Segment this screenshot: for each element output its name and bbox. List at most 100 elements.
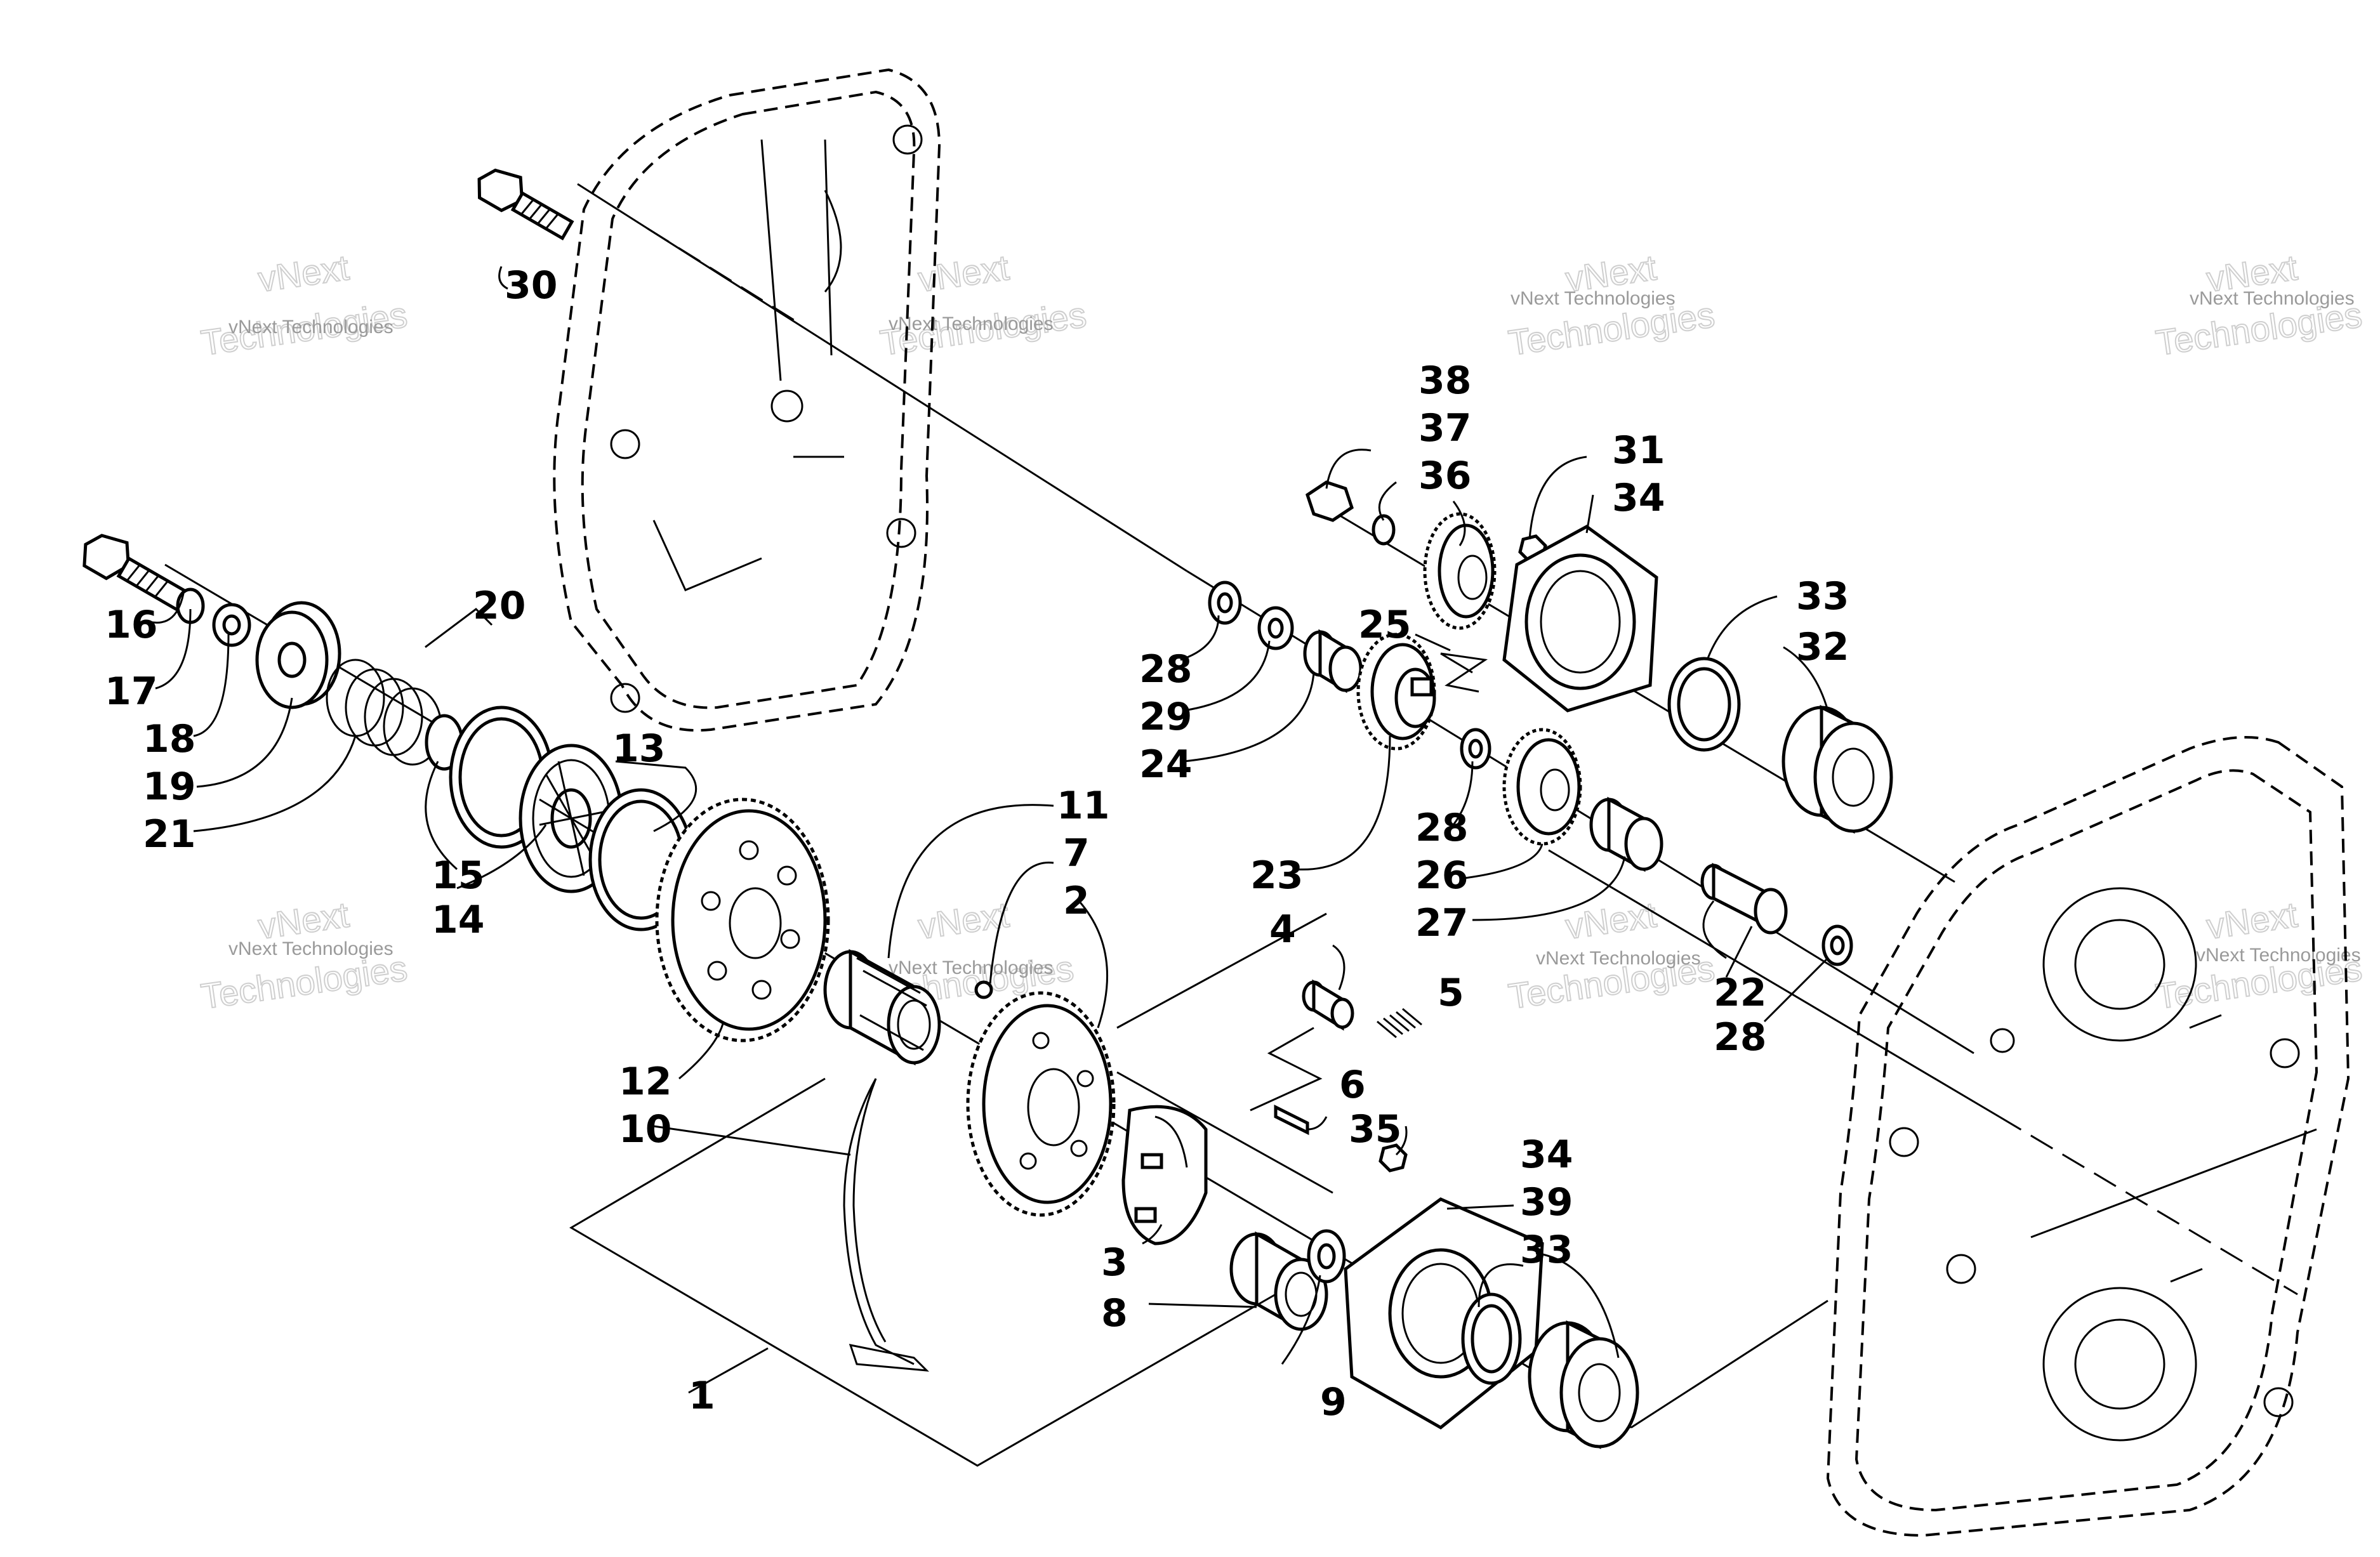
callout-26: 26	[1415, 853, 1469, 898]
callout-38: 38	[1418, 358, 1472, 403]
callout-35: 35	[1349, 1107, 1402, 1152]
parts	[83, 168, 1893, 1450]
callout-33-lower: 33	[1520, 1228, 1573, 1272]
callout-34-upper: 34	[1612, 476, 1665, 520]
bearing-39	[1528, 1320, 1639, 1450]
washer-37	[1372, 514, 1396, 546]
callout-20: 20	[473, 584, 526, 628]
washer-18	[212, 603, 251, 647]
washer-29	[1257, 606, 1294, 650]
svg-text:vNext Technologies: vNext Technologies	[1536, 948, 1701, 969]
callout-5: 5	[1438, 971, 1464, 1015]
kit-bracket-1	[569, 1077, 1276, 1467]
callout-36: 36	[1418, 454, 1472, 498]
pin-25	[1440, 652, 1473, 674]
washer-28c	[1821, 924, 1853, 966]
callout-30: 30	[505, 263, 558, 308]
callout-2: 2	[1063, 879, 1090, 923]
callout-24: 24	[1139, 742, 1193, 787]
gear-26	[1502, 728, 1582, 846]
o-ring-33a	[1667, 657, 1741, 752]
callout-37: 37	[1418, 406, 1472, 450]
callout-39: 39	[1520, 1180, 1573, 1225]
callout-10: 10	[619, 1107, 672, 1152]
callout-22: 22	[1714, 971, 1767, 1015]
callout-23: 23	[1250, 853, 1304, 898]
watermark-8: vNext Technologies vNext Technologies	[2153, 894, 2365, 1017]
callout-7: 7	[1063, 831, 1090, 876]
washer-28a	[1208, 581, 1242, 625]
chain-10	[843, 1078, 929, 1372]
callout-34-lower: 34	[1520, 1133, 1573, 1177]
watermark-1: vNext Technologies vNext Technologies	[198, 247, 410, 364]
callout-21: 21	[143, 812, 196, 857]
callout-6: 6	[1339, 1063, 1366, 1107]
spring-cap-19	[255, 601, 341, 709]
svg-text:vNext Technologies: vNext Technologies	[228, 317, 393, 338]
watermark-5: vNext Technologies vNext Technologies	[198, 894, 410, 1017]
washer-28b	[1460, 728, 1491, 770]
callout-31: 31	[1612, 428, 1665, 473]
callout-32: 32	[1796, 625, 1849, 669]
callout-19: 19	[143, 765, 196, 809]
callout-29: 29	[1139, 695, 1193, 739]
svg-text:vNext Technologies: vNext Technologies	[2190, 288, 2355, 309]
callout-28-a: 28	[1139, 647, 1193, 692]
bolt-30	[477, 168, 574, 240]
svg-text:vNext Technologies: vNext Technologies	[1511, 288, 1676, 309]
callout-18: 18	[143, 717, 196, 761]
pin-7	[974, 980, 993, 999]
shift-collar-3	[1121, 1105, 1208, 1245]
gear-23	[1356, 633, 1436, 751]
needle-bearing-8	[1229, 1231, 1328, 1332]
svg-text:vNext: vNext	[2204, 895, 2300, 947]
bolt-16	[83, 534, 192, 614]
needle-bearing-24	[1303, 629, 1363, 693]
callout-16: 16	[105, 603, 158, 647]
o-ring-33b	[1461, 1292, 1522, 1385]
svg-text:vNext: vNext	[1563, 895, 1659, 947]
svg-text:vNext: vNext	[916, 247, 1012, 299]
callout-25: 25	[1358, 603, 1411, 647]
callout-4: 4	[1269, 907, 1296, 952]
callout-27: 27	[1415, 901, 1469, 945]
watermark-4: vNext Technologies vNext Technologies	[2153, 247, 2365, 364]
callout-28-b: 28	[1415, 806, 1469, 850]
svg-text:vNext: vNext	[256, 247, 352, 299]
callout-33-upper: 33	[1796, 574, 1849, 619]
spring-5	[1377, 1008, 1422, 1039]
watermark-3: vNext Technologies vNext Technologies	[1505, 247, 1717, 364]
callout-14: 14	[432, 898, 485, 942]
shaft-22	[1700, 862, 1788, 935]
callout-13: 13	[612, 726, 666, 771]
sprocket-12	[655, 798, 830, 1042]
callout-labels: 30 16 17 18 19 21 20 15 14 13 12 10 11 7…	[105, 263, 1849, 1424]
svg-text:vNext Technologies: vNext Technologies	[889, 957, 1054, 978]
spring-21	[326, 659, 442, 766]
watermark-7: vNext Technologies vNext Technologies	[1505, 894, 1717, 1017]
callout-17: 17	[105, 669, 158, 714]
bearing-32	[1782, 704, 1893, 834]
needle-bearing-27	[1589, 796, 1663, 872]
gear-2	[966, 991, 1116, 1217]
gear-36	[1423, 512, 1497, 630]
callout-9: 9	[1320, 1380, 1347, 1424]
callout-1: 1	[689, 1374, 715, 1418]
spline-hub-11	[823, 949, 941, 1066]
callout-28-c: 28	[1714, 1015, 1767, 1060]
gearcase-housing-outline	[1826, 736, 2350, 1537]
plunger-4	[1302, 979, 1354, 1031]
gearcase-cover-outline	[553, 68, 941, 732]
bearing-retainer-34a	[1502, 525, 1658, 713]
washer-9	[1307, 1229, 1346, 1284]
callout-3: 3	[1101, 1240, 1128, 1285]
svg-text:vNext Technologies: vNext Technologies	[889, 313, 1054, 334]
callout-15: 15	[432, 853, 485, 898]
screw-6	[1274, 1104, 1309, 1136]
callout-8: 8	[1101, 1291, 1128, 1336]
svg-text:vNext Technologies: vNext Technologies	[2196, 945, 2361, 966]
callout-12: 12	[619, 1060, 672, 1104]
svg-text:vNext Technologies: vNext Technologies	[228, 938, 393, 959]
leader-lines	[149, 266, 1829, 1365]
